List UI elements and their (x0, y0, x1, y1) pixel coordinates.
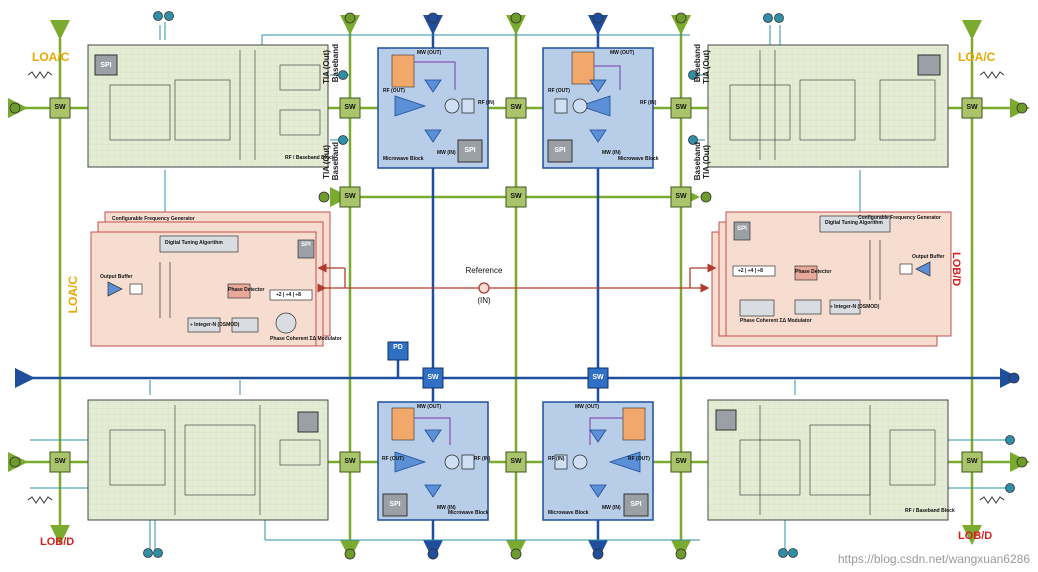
tia-out-label-top-right: TIA (Out) (702, 50, 711, 84)
mw-in-label: MW (IN) (602, 150, 621, 156)
phase-coherent-label-right: Phase Coherent ΣΔ Modulator (740, 318, 812, 324)
rf-out-label: RF (OUT) (548, 88, 570, 94)
microwave-blocks (377, 47, 654, 521)
tia-out-label-mid-left: TIA (Out) (322, 145, 331, 179)
lob-bottom-left-label: LOB/D (40, 536, 75, 548)
tia-out-label-mid-right: TIA (Out) (702, 145, 711, 179)
microwave-block-label: Microwave Block (383, 156, 424, 162)
loa-mid-left-label: LOA/C (66, 276, 80, 314)
microwave-block-label: Microwave Block (448, 510, 489, 516)
watermark: https://blog.csdn.net/wangxuan6286 (837, 552, 1030, 566)
rf-out-label: RF (OUT) (383, 88, 405, 94)
reference-lines (317, 263, 717, 294)
reference-label: Reference (465, 266, 503, 275)
sw-label: SW (510, 104, 522, 111)
baseband-label-top-right: Baseband (693, 44, 702, 83)
spi-label: SPI (630, 501, 642, 508)
sw-label: SW (54, 104, 66, 111)
microwave-block-label: Microwave Block (618, 156, 659, 162)
baseband-label-top-left: Baseband (331, 44, 340, 83)
phase-detector-label-right: Phase Detector (795, 269, 832, 275)
sw-boxes (49, 97, 983, 473)
digital-tuning-label-right: Digital Tuning Algorithm (825, 220, 883, 226)
phase-detector-label-left: Phase Detector (228, 287, 265, 293)
termination-resistor-icons (27, 71, 1005, 504)
divide-chain-label-right: ÷2 | ÷4 | ÷8 (738, 268, 763, 274)
phase-coherent-label-left: Phase Coherent ΣΔ Modulator (270, 336, 342, 342)
pd-label: PD (393, 344, 403, 351)
spi-label: SPI (464, 147, 476, 154)
baseband-label-mid-right: Baseband (693, 142, 702, 181)
spi-label: SPI (301, 242, 311, 248)
spi-label: SPI (389, 501, 401, 508)
rf-in-label: RF (IN) (478, 100, 495, 106)
spi-label: SPI (100, 62, 112, 69)
n-integer-label-left: ÷ Integer-N (DSMOD) (190, 322, 240, 328)
mw-out-label: MW (OUT) (417, 404, 442, 410)
loa-top-left-label: LOA/C (32, 50, 70, 64)
mw-in-label: MW (IN) (602, 505, 621, 511)
microwave-block-label: Microwave Block (548, 510, 589, 516)
rf-out-label: RF (OUT) (628, 456, 650, 462)
sw-label: SW (966, 104, 978, 111)
spi-label: SPI (554, 147, 566, 154)
mw-out-label: MW (OUT) (417, 50, 442, 56)
sw-blue-boxes (387, 341, 609, 389)
sw-label: SW (427, 374, 439, 381)
rf-in-label: RF (IN) (640, 100, 657, 106)
sw-label: SW (966, 458, 978, 465)
output-buffer-label-left: Output Buffer (100, 274, 133, 280)
rf-baseband-blocks (87, 44, 949, 521)
rf-baseband-block-label: RF / Baseband Block (285, 155, 335, 161)
sw-label: SW (344, 104, 356, 111)
mw-in-label: MW (IN) (437, 505, 456, 511)
sw-label: SW (344, 193, 356, 200)
tia-out-label-top-left: TIA (Out) (322, 50, 331, 84)
sw-label: SW (675, 458, 687, 465)
freq-gen-label-left: Configurable Frequency Generator (112, 216, 195, 222)
freq-gen-label-right: Configurable Frequency Generator (858, 215, 941, 221)
digital-tuning-label-left: Digital Tuning Algorithm (165, 240, 223, 246)
mw-in-label: MW (IN) (437, 150, 456, 156)
sw-label: SW (510, 458, 522, 465)
mw-out-label: MW (OUT) (575, 404, 600, 410)
sw-label: SW (54, 458, 66, 465)
terminal-dots (9, 11, 1028, 560)
loa-top-right-label: LOA/C (958, 50, 996, 64)
rf-out-label: RF (OUT) (382, 456, 404, 462)
sw-label: SW (675, 193, 687, 200)
lob-bottom-right-label: LOB/D (958, 530, 993, 542)
sw-label: SW (675, 104, 687, 111)
frequency-generators (90, 211, 952, 347)
reference-in-label: (IN) (477, 296, 491, 305)
output-buffer-label-right: Output Buffer (912, 254, 945, 260)
mw-out-label: MW (OUT) (610, 50, 635, 56)
sw-label: SW (510, 193, 522, 200)
spi-label: SPI (737, 226, 747, 232)
rf-in-label: RF (IN) (548, 456, 565, 462)
rf-baseband-block-label: RF / Baseband Block (905, 508, 955, 514)
rf-in-label: RF (IN) (474, 456, 491, 462)
sw-label: SW (344, 458, 356, 465)
lob-mid-right-label: LOB/D (950, 252, 962, 287)
baseband-label-mid-left: Baseband (331, 142, 340, 181)
divide-chain-label-left: ÷2 | ÷4 | ÷8 (276, 292, 301, 298)
n-integer-label-right: ÷ Integer-N (DSMOD) (830, 304, 880, 310)
sw-label: SW (592, 374, 604, 381)
